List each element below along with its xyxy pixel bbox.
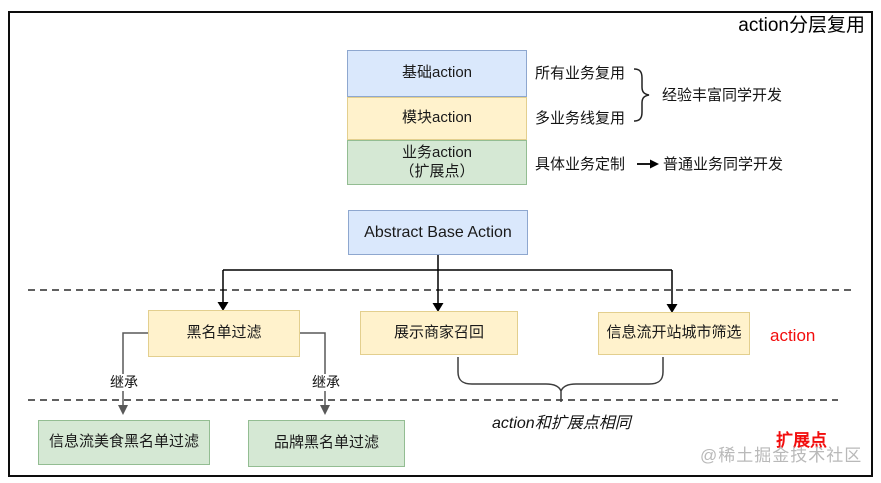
watermark: @稀土掘金技术社区: [700, 446, 863, 465]
node-abstract-base-action[interactable]: Abstract Base Action: [348, 210, 528, 255]
node-food-blacklist-filter[interactable]: 信息流美食黑名单过滤: [38, 420, 210, 465]
layer-box-module-action-label: 模块action: [401, 109, 473, 127]
node-merchant-recall[interactable]: 展示商家召回: [360, 311, 518, 355]
node-blacklist-filter[interactable]: 黑名单过滤: [148, 310, 300, 357]
layer-box-base-action[interactable]: 基础action: [347, 50, 527, 97]
row-label-extension-point: 扩展点: [776, 431, 827, 450]
diagram-frame-border: [8, 11, 873, 477]
page-title: action分层复用: [738, 15, 865, 36]
node-city-filter[interactable]: 信息流开站城市筛选: [598, 312, 750, 355]
brace-experienced-icon: [633, 68, 650, 122]
note-action-extension-same: action和扩展点相同: [492, 415, 631, 432]
inherit-label-right: 继承: [310, 374, 342, 391]
note-specific-custom: 具体业务定制: [535, 156, 626, 173]
node-brand-blacklist-filter[interactable]: 品牌黑名单过滤: [248, 420, 405, 467]
node-brand-blacklist-filter-label: 品牌黑名单过滤: [273, 434, 379, 452]
node-blacklist-filter-label: 黑名单过滤: [186, 324, 262, 342]
node-food-blacklist-filter-label: 信息流美食黑名单过滤: [48, 433, 199, 451]
note-all-business-reuse: 所有业务复用: [535, 65, 626, 82]
node-abstract-base-action-label: Abstract Base Action: [364, 223, 512, 241]
layer-box-business-action[interactable]: 业务action （扩展点）: [347, 140, 527, 185]
arrowhead-to-city-filter: [666, 304, 678, 313]
note-ordinary-dev: 普通业务同学开发: [663, 156, 784, 173]
tree-connector-lines: [222, 255, 673, 305]
layer-box-business-action-label: 业务action: [401, 143, 473, 161]
note-multi-line-reuse: 多业务线复用: [535, 110, 626, 127]
inherit-label-left: 继承: [108, 374, 140, 391]
node-city-filter-label: 信息流开站城市筛选: [606, 324, 742, 342]
arrow-right-head: [650, 159, 659, 169]
layer-box-base-action-label: 基础action: [401, 64, 473, 82]
row-label-action: action: [770, 326, 816, 345]
note-experienced-dev: 经验丰富同学开发: [662, 87, 783, 104]
brace-equivalence-icon: [457, 357, 664, 402]
layer-box-module-action[interactable]: 模块action: [347, 97, 527, 140]
node-merchant-recall-label: 展示商家召回: [393, 323, 484, 341]
arrowhead-to-merchant-recall: [432, 303, 444, 312]
layer-box-business-action-sublabel: （扩展点）: [399, 162, 475, 180]
arrowhead-to-blacklist: [217, 302, 229, 311]
arrowhead-to-brand-blacklist: [320, 405, 330, 415]
arrowhead-to-food-blacklist: [118, 405, 128, 415]
